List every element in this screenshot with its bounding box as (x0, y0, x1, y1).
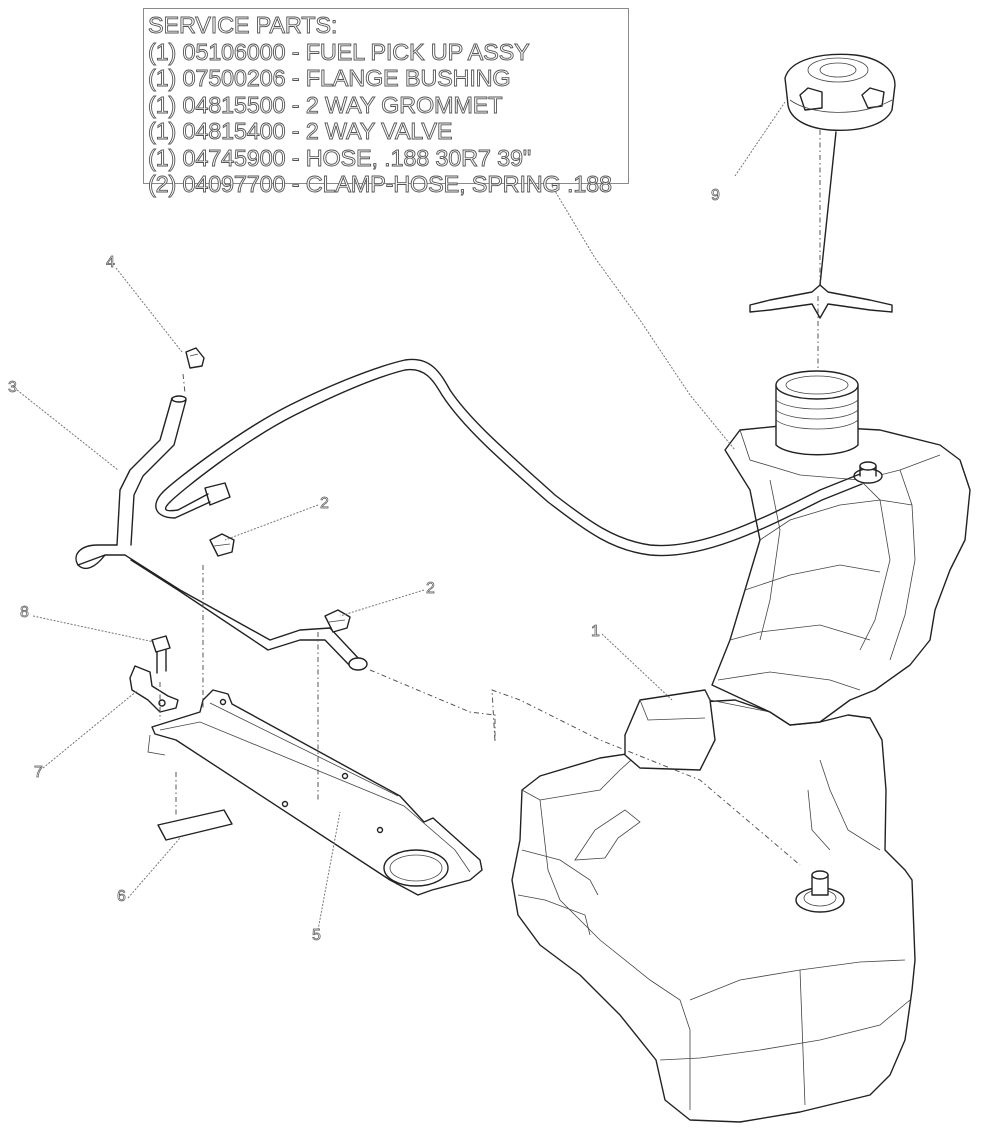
legend-line-2: (1) 07500206 - FLANGE BUSHING (148, 65, 512, 92)
legend-line-1: (1) 05106000 - FUEL PICK UP ASSY (148, 38, 531, 65)
check-valve-drawing (185, 347, 205, 369)
bolt-drawing (151, 635, 171, 674)
callout-2-lower: 2 (426, 580, 436, 597)
callout-3: 3 (8, 379, 18, 396)
legend-line-3: (1) 04815500 - 2 WAY GROMMET (148, 91, 504, 118)
foam-pad-drawing (157, 809, 233, 841)
service-parts-legend: SERVICE PARTS: (1) 05106000 - FUEL PICK … (143, 8, 629, 197)
callout-6: 6 (117, 888, 127, 905)
mounting-clip-drawing (129, 665, 179, 713)
assembly-lines (159, 130, 821, 866)
legend-line-4: (1) 04815400 - 2 WAY VALVE (148, 118, 453, 145)
hose-assembly-drawing (75, 358, 863, 671)
hose-clamps-drawing (209, 533, 351, 633)
callout-4: 4 (106, 254, 116, 271)
fuel-tank-drawing (511, 370, 971, 1123)
fuel-cap-drawing (749, 53, 896, 319)
callout-1: 1 (591, 623, 601, 640)
leader-lines (16, 101, 786, 931)
bracket-plate-drawing (147, 689, 483, 896)
callout-5: 5 (312, 927, 322, 944)
legend-line-6: (2) 04097700 - CLAMP-HOSE, SPRING .188 (148, 171, 613, 198)
callout-9: 9 (711, 187, 721, 204)
callout-2-upper: 2 (320, 495, 330, 512)
callout-8: 8 (20, 604, 30, 621)
legend-line-5: (1) 04745900 - HOSE, .188 30R7 39" (148, 144, 532, 171)
legend-title: SERVICE PARTS: (148, 12, 338, 39)
callout-7: 7 (34, 764, 44, 781)
